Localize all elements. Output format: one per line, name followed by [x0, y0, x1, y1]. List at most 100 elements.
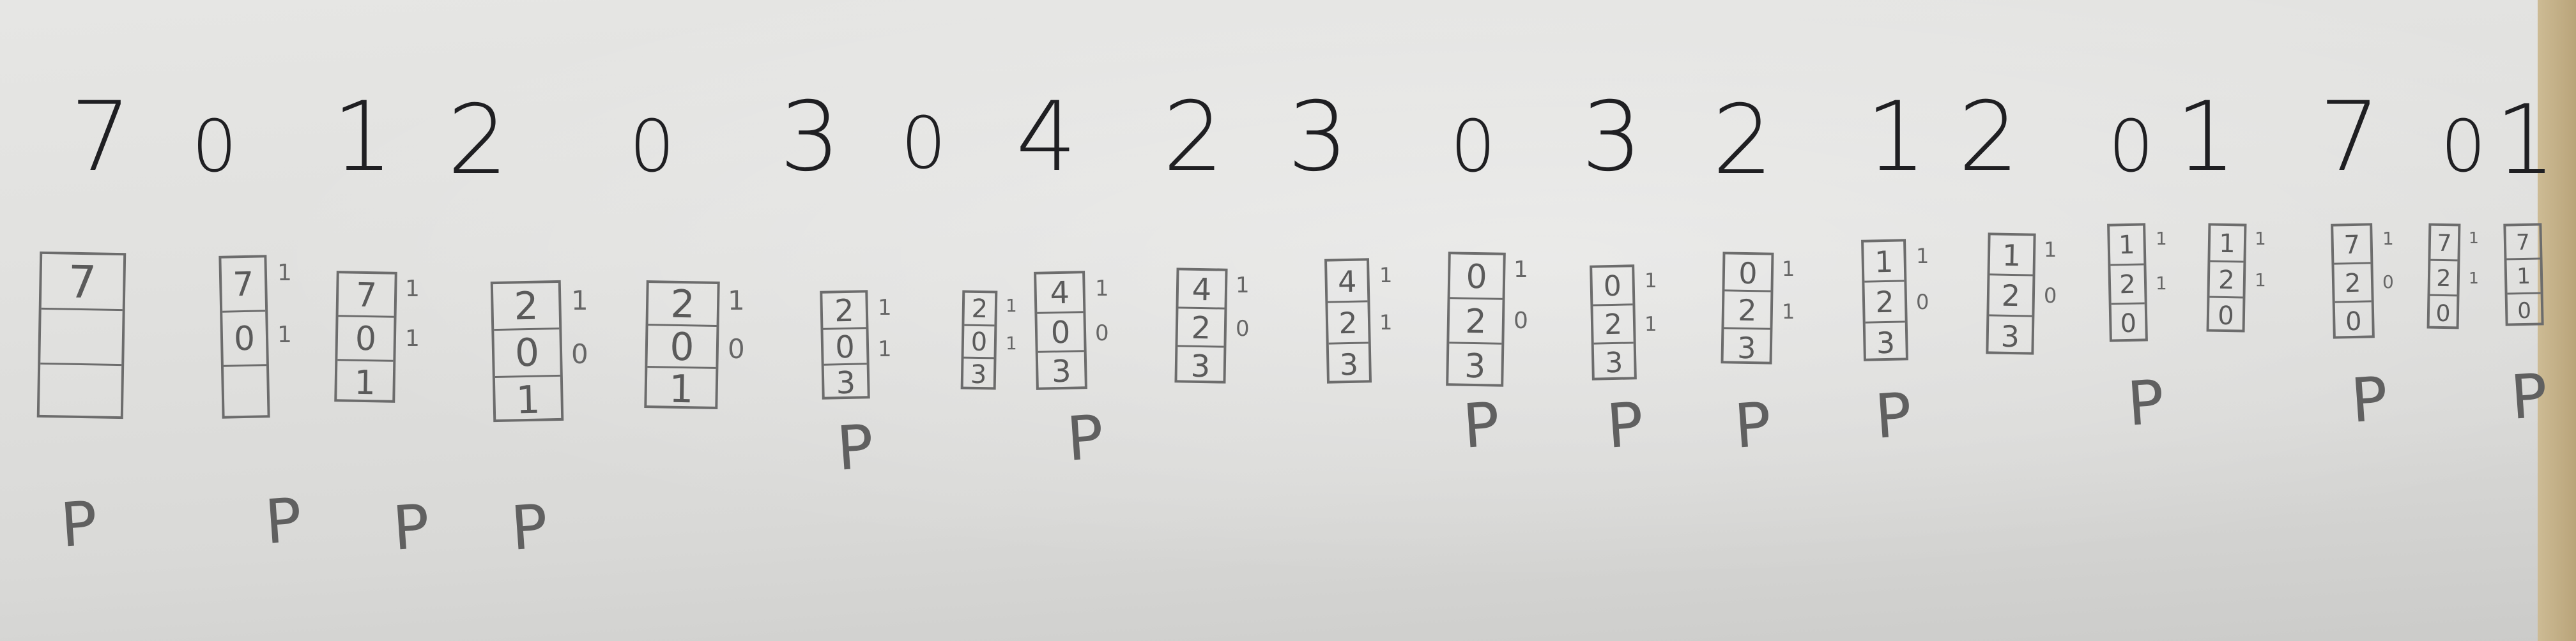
- frame-slot-2: 0: [2435, 300, 2451, 328]
- reference-page-0: 7: [70, 82, 132, 193]
- reference-page-1: 0: [192, 105, 238, 188]
- reference-page-15: 0: [2108, 105, 2154, 188]
- frame-slot-1: 2: [1989, 275, 2033, 317]
- reference-bit-0: 1: [2255, 228, 2266, 249]
- page-fault-mark: P: [1732, 389, 1774, 462]
- frame-slot-2: 3: [1464, 347, 1486, 386]
- frame-slot-1: 2: [2209, 262, 2244, 299]
- page-fault-mark: P: [1460, 389, 1503, 462]
- frame-slot-0: 7: [338, 273, 395, 319]
- page-fault-mark: P: [1604, 389, 1646, 462]
- reference-bit-1: 0: [571, 338, 588, 370]
- frame-slot-0: 1: [1989, 235, 2034, 276]
- page-fault-mark: P: [2125, 367, 2167, 440]
- frame-slot-0: 0: [1724, 254, 1772, 292]
- reference-bit-1: 1: [878, 336, 892, 362]
- frame-slot-0: 4: [1178, 270, 1225, 310]
- frame-slot-1: 0: [823, 328, 867, 366]
- reference-bit-0: 1: [878, 295, 892, 320]
- reference-bit-1: 0: [2044, 283, 2057, 308]
- frame-slot-0: 7: [2430, 225, 2458, 262]
- reference-page-7: 4: [1016, 82, 1077, 193]
- frame-slot-0: 7: [2506, 225, 2540, 260]
- frame-slot-1: 1: [2506, 259, 2541, 295]
- reference-bit-0: 1: [1095, 276, 1109, 301]
- reference-page-13: 1: [1866, 82, 1927, 193]
- desk-edge: [2538, 0, 2576, 641]
- frame-slot-0: 4: [1327, 260, 1368, 303]
- frame-slot-1: [40, 309, 123, 366]
- reference-page-5: 3: [779, 82, 841, 193]
- reference-bit-0: 1: [405, 276, 420, 302]
- frame-slot-0: 1: [2110, 225, 2144, 266]
- frame-slot-2: 0: [2120, 309, 2137, 339]
- frame-slot-1: 0: [494, 329, 560, 378]
- reference-bit-1: 0: [1095, 320, 1109, 347]
- reference-bit-0: 1: [1236, 273, 1250, 298]
- step-0: 7: [36, 251, 182, 635]
- page-fault-mark: P: [509, 492, 551, 564]
- reference-page-6: 0: [901, 102, 947, 185]
- reference-bit-1: 1: [1006, 332, 1017, 354]
- frame-slot-1: 0: [647, 324, 717, 370]
- reference-bit-1: 1: [405, 325, 420, 352]
- reference-bit-1: 1: [2156, 273, 2167, 294]
- frame-slot-1: 2: [1724, 291, 1771, 330]
- reference-bit-0: 1: [2044, 238, 2057, 262]
- frame-slot-2: 3: [1604, 346, 1623, 380]
- page-fault-mark: P: [1064, 402, 1107, 475]
- frame-slot-2: 3: [1876, 325, 1896, 360]
- reference-page-11: 3: [1581, 82, 1643, 193]
- reference-bit-0: 1: [1514, 257, 1528, 283]
- frame-slot-0: 7: [41, 253, 124, 311]
- reference-bit-0: 1: [1006, 295, 1017, 316]
- reference-bit-0: 1: [2469, 229, 2479, 247]
- reference-bit-0: 1: [1782, 257, 1795, 281]
- reference-bit-0: 1: [571, 285, 588, 316]
- reference-page-17: 7: [2319, 82, 2380, 193]
- page-fault-mark: P: [834, 412, 877, 485]
- reference-bit-1: 0: [1916, 290, 1929, 315]
- frame-slot-0: 2: [648, 282, 717, 327]
- frame-slot-0: 2: [493, 282, 560, 331]
- frame-slot-2: [40, 365, 121, 421]
- frame-slot-0: 7: [221, 257, 266, 313]
- frame-slot-2: 3: [2000, 319, 2020, 354]
- frame-slot-0: 0: [1450, 254, 1503, 300]
- reference-page-14: 2: [1958, 82, 2020, 193]
- frame-slot-2: 3: [835, 365, 856, 402]
- frame-slot-1: 2: [2430, 260, 2458, 297]
- frame-slot-1: 0: [1037, 312, 1084, 354]
- reference-page-19: 1: [2495, 85, 2556, 196]
- frame-slot-1: 2: [1449, 299, 1503, 345]
- frame-slot-0: 7: [2333, 225, 2371, 265]
- reference-bit-1: 1: [1782, 299, 1795, 324]
